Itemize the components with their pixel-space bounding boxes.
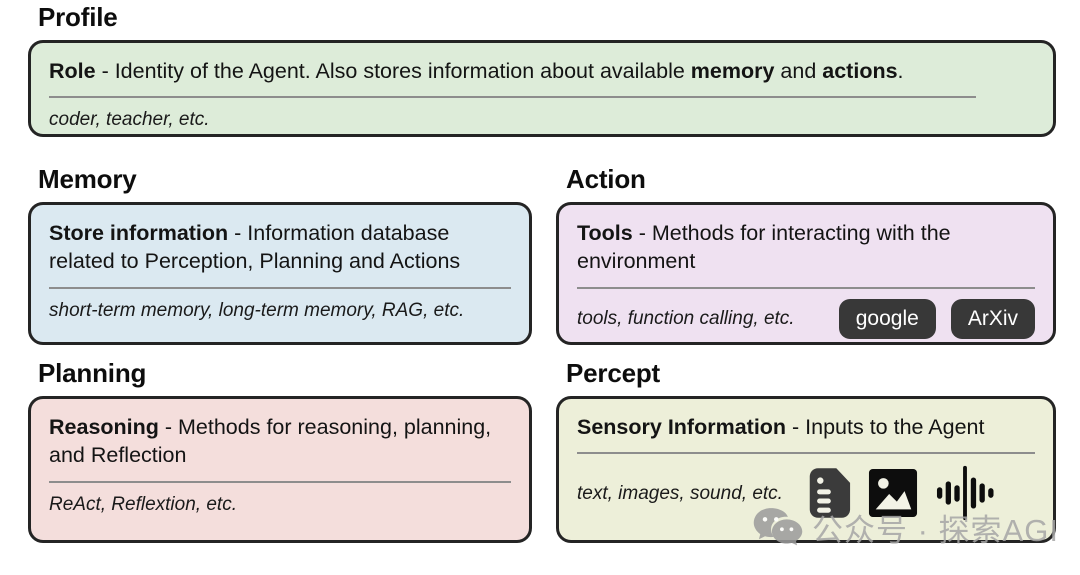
- planning-section: Planning Reasoning - Methods for reasoni…: [28, 358, 532, 543]
- memory-heading: Memory: [38, 164, 137, 194]
- document-icon: [809, 468, 851, 519]
- action-heading: Action: [566, 164, 646, 194]
- profile-heading: Profile: [38, 2, 118, 32]
- action-examples: tools, function calling, etc.: [577, 307, 795, 329]
- memory-section: Memory Store information - Information d…: [28, 164, 532, 345]
- divider: [49, 286, 511, 289]
- percept-examples-row: text, images, sound, etc.: [577, 464, 1035, 522]
- planning-card: Reasoning - Methods for reasoning, plann…: [28, 396, 532, 543]
- percept-heading: Percept: [566, 358, 660, 388]
- planning-description: Reasoning - Methods for reasoning, plann…: [49, 415, 492, 468]
- divider: [577, 452, 1035, 455]
- percept-examples: text, images, sound, etc.: [577, 482, 783, 504]
- percept-icon-group: [807, 464, 995, 522]
- percept-card: Sensory Information - Inputs to the Agen…: [556, 396, 1056, 543]
- action-section: Action Tools - Methods for interacting w…: [556, 164, 1056, 345]
- divider: [49, 96, 976, 99]
- google-pill: google: [838, 298, 936, 339]
- profile-examples: coder, teacher, etc.: [49, 109, 210, 131]
- audio-waveform-icon: [936, 466, 994, 521]
- action-description: Tools - Methods for interacting with the…: [577, 221, 951, 274]
- action-examples-row: tools, function calling, etc. google ArXi…: [577, 298, 1035, 339]
- divider: [49, 480, 511, 483]
- arxiv-pill: ArXiv: [950, 298, 1035, 339]
- profile-section: Profile Role - Identity of the Agent. Al…: [28, 2, 1056, 137]
- memory-examples: short-term memory, long-term memory, RAG…: [49, 299, 465, 321]
- image-icon: [868, 469, 918, 518]
- tool-pill-group: google ArXiv: [838, 298, 1035, 339]
- divider: [577, 286, 1035, 289]
- memory-description: Store information - Information database…: [49, 221, 461, 274]
- planning-examples: ReAct, Reflextion, etc.: [49, 493, 237, 515]
- percept-description: Sensory Information - Inputs to the Agen…: [577, 415, 985, 439]
- planning-heading: Planning: [38, 358, 147, 388]
- action-card: Tools - Methods for interacting with the…: [556, 202, 1056, 345]
- profile-card: Role - Identity of the Agent. Also store…: [28, 40, 1056, 137]
- memory-card: Store information - Information database…: [28, 202, 532, 345]
- percept-section: Percept Sensory Information - Inputs to …: [556, 358, 1056, 543]
- profile-description: Role - Identity of the Agent. Also store…: [49, 59, 904, 83]
